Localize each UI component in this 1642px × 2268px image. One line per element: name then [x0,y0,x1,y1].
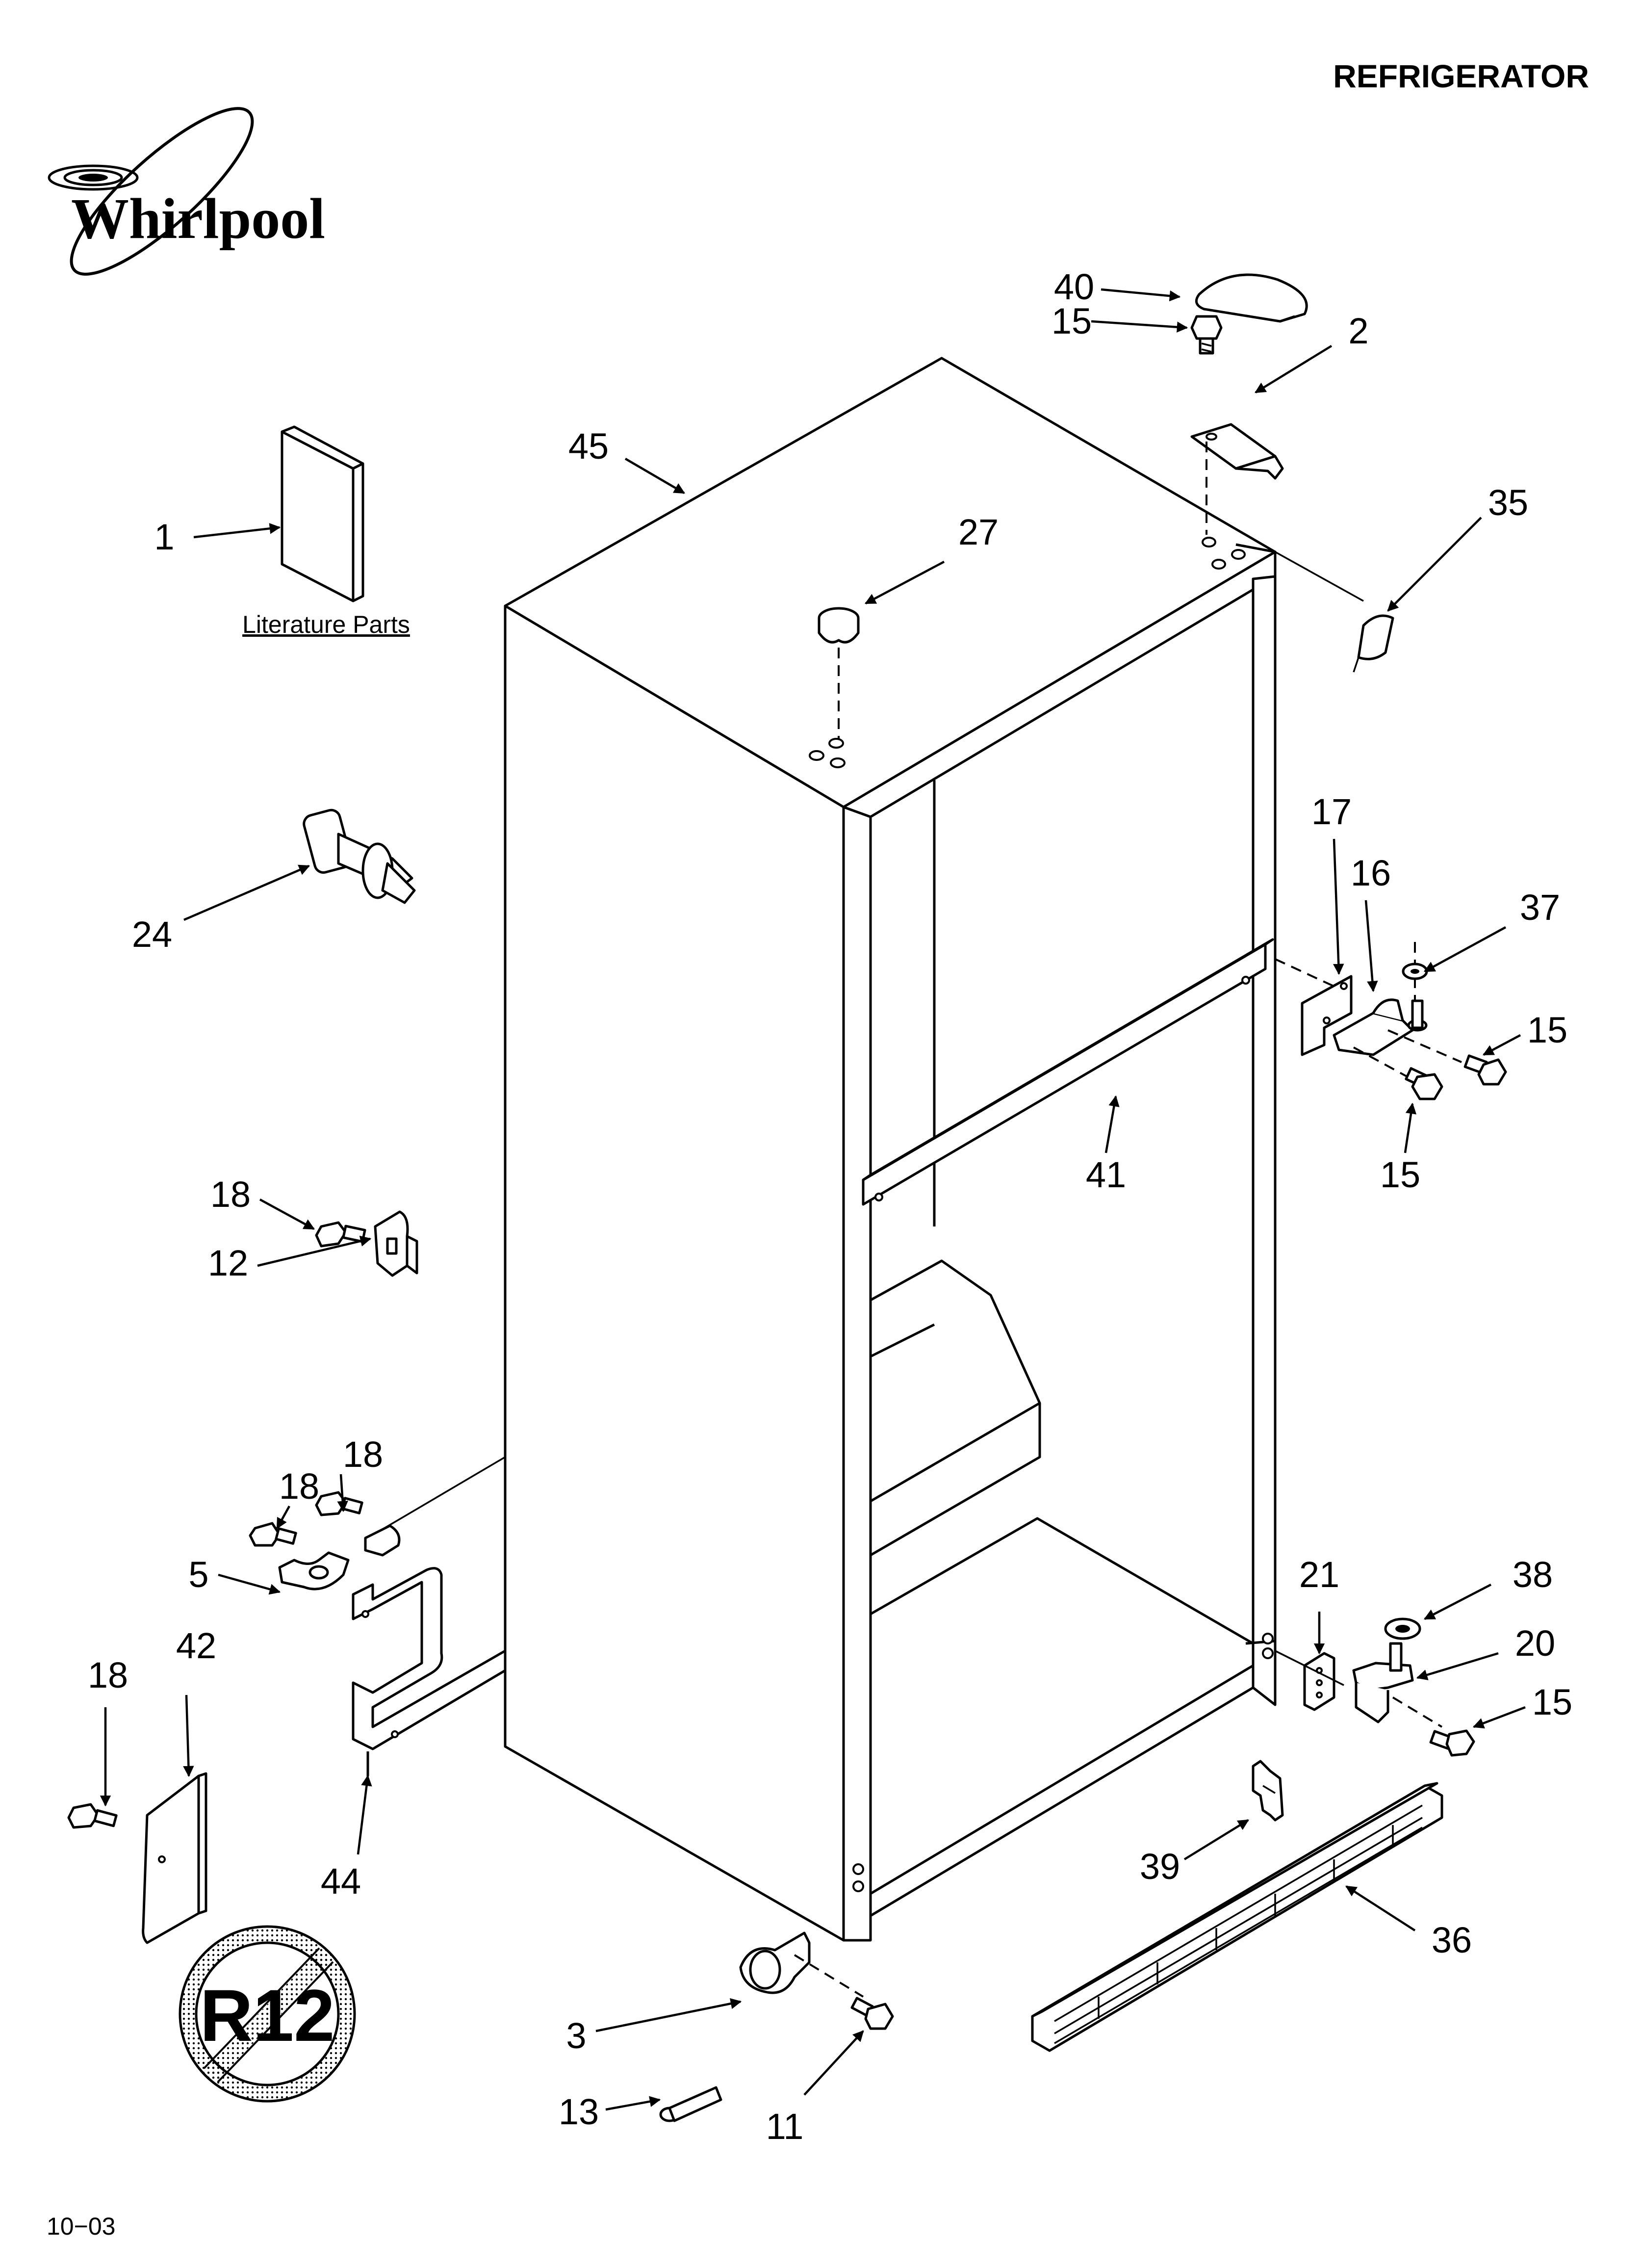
literature-parts-label: Literature Parts [242,611,410,638]
cabinet [380,357,1277,1942]
top-hinge-screw [1190,315,1223,355]
callout-20: 20 [1515,1623,1555,1664]
brand-logo-text: Whirlpool [71,186,325,251]
page-title: REFRIGERATOR [1333,58,1589,94]
callout-16: 16 [1351,853,1391,893]
callout-39: 39 [1140,1846,1180,1887]
callout-18-cover: 18 [88,1655,128,1695]
lower-hinge-20 [1352,1642,1443,1728]
hinge-cover-cap [1195,273,1308,323]
callout-40: 40 [1054,266,1094,307]
callout-27: 27 [958,512,999,552]
divider-rail [862,938,1339,1206]
roller-pin-13 [659,2086,722,2122]
grille-clip-39 [1252,1760,1284,1822]
washer-38 [1384,1617,1421,1640]
washer-37 [1402,963,1428,980]
door-stop-clip [374,1210,418,1277]
brand-logo: Whirlpool [48,107,325,276]
callout-15-bottom: 15 [1532,1682,1572,1722]
callout-45: 45 [568,426,609,467]
callout-12: 12 [208,1243,248,1283]
callout-18-handle-a: 18 [279,1466,319,1507]
callout-18-left: 18 [210,1174,251,1215]
hinge-cover-42 [142,1772,207,1944]
hinge-shim-17 [1301,975,1353,1056]
callout-numbers: 40 15 2 45 27 35 1 24 17 16 37 15 15 41 … [88,266,1572,2147]
handle-screw-a [249,1522,297,1547]
callout-15-hinge-right: 15 [1527,1010,1567,1050]
handle-clip-5 [278,1551,350,1590]
revision-code: 10−03 [47,2213,115,2240]
top-plug [818,607,860,738]
callout-15-top: 15 [1052,301,1092,341]
middle-hinge-16 [1333,942,1462,1078]
handle-screw-b [315,1491,363,1516]
upper-hinge-cover [1275,551,1394,673]
roller-bracket-3 [739,1931,864,1998]
callout-44: 44 [321,1861,361,1902]
door-handle-44 [352,1567,507,1776]
literature-book [281,425,364,602]
lower-hinge-screw [1429,1729,1475,1757]
handle-bracket [364,1524,401,1557]
top-hinge [1190,423,1284,535]
callout-24: 24 [132,914,172,955]
callout-38: 38 [1513,1554,1553,1595]
callout-21: 21 [1299,1554,1339,1595]
leader-lines [100,288,1526,2111]
callout-37: 37 [1520,887,1560,928]
base-grille-36 [1031,1782,1443,2052]
callout-41: 41 [1086,1154,1126,1195]
r12-prohibited-badge: R12 [179,1925,356,2103]
callout-1: 1 [154,517,174,557]
hinge-screw-below [1405,1067,1443,1100]
callout-15-hinge-below: 15 [1380,1154,1420,1195]
callout-17: 17 [1311,791,1352,832]
door-latch [303,808,416,904]
lower-shim-21 [1275,1650,1344,1711]
callout-5: 5 [188,1554,208,1595]
hinge-screw-right [1463,1054,1507,1086]
callout-18-handle-b: 18 [343,1434,383,1475]
callout-13: 13 [559,2091,599,2132]
callout-35: 35 [1488,482,1528,523]
callout-3: 3 [566,2015,586,2056]
callout-36: 36 [1432,1920,1472,1960]
cover-screw-18 [67,1803,118,1829]
callout-11: 11 [766,2106,804,2147]
roller-screw-11 [850,1997,894,2030]
callout-42: 42 [176,1625,216,1666]
callout-2: 2 [1348,311,1368,351]
